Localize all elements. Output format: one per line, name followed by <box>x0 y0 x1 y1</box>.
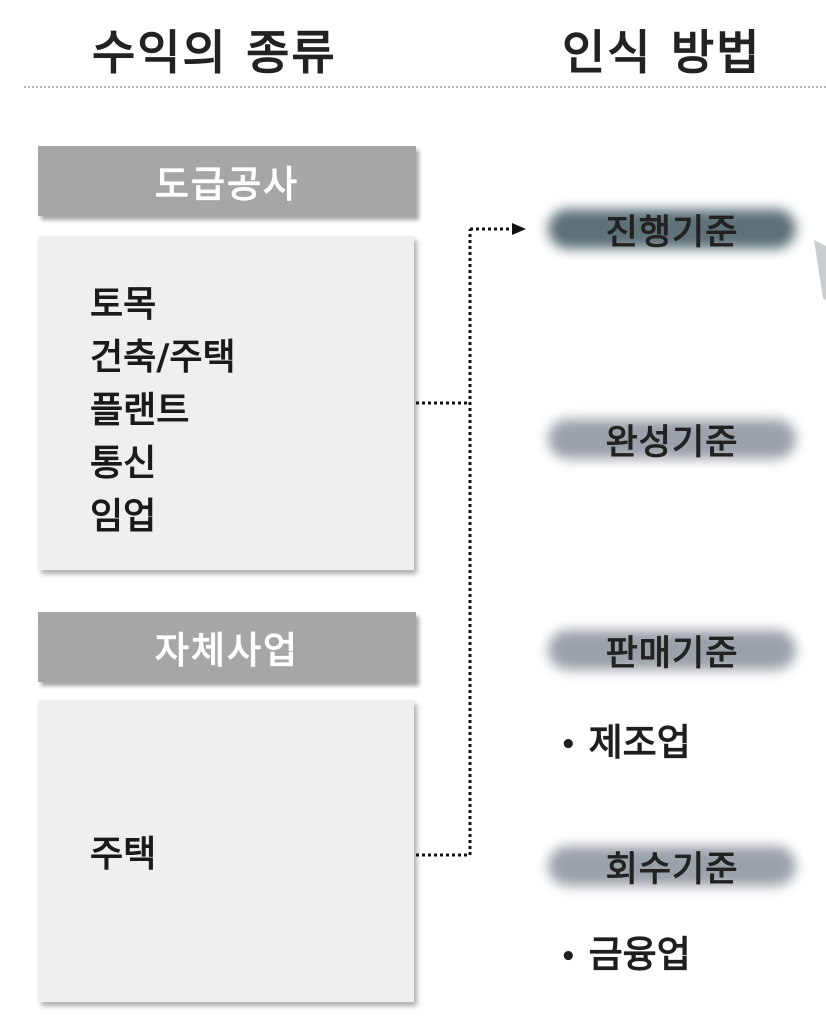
list-item: 건축/주택 <box>90 337 236 378</box>
bullet-text: 금융업 <box>588 933 691 976</box>
bullet-text: 제조업 <box>588 721 691 764</box>
method-label: 회수기준 <box>605 849 739 890</box>
bullet-finance: • 금융업 <box>560 924 691 978</box>
self-item-list: 주택 <box>90 828 156 881</box>
pill-shadow <box>548 419 796 459</box>
pill-shadow <box>548 630 796 670</box>
method-label: 판매기준 <box>605 633 739 674</box>
pill-shadow <box>548 846 796 886</box>
bullet-icon: • <box>560 729 577 760</box>
list-item: 통신 <box>90 443 157 484</box>
header-divider <box>24 86 826 88</box>
method-label: 완성기준 <box>605 422 739 463</box>
list-item: 토목 <box>90 284 157 325</box>
method-completion: 완성기준 <box>548 419 796 463</box>
bullet-icon: • <box>560 941 577 972</box>
category-header-contract: 도급공사 <box>38 146 416 216</box>
method-collection: 회수기준 <box>548 846 796 890</box>
arrowhead-icon <box>512 223 526 235</box>
recognition-heading: 인식 방법 <box>562 26 762 81</box>
category-header-self: 자체사업 <box>38 612 416 682</box>
list-item: 임업 <box>90 496 157 537</box>
pill-shadow <box>548 209 796 249</box>
method-sales: 판매기준 <box>548 630 796 674</box>
category-box-contract: 토목 건축/주택 플랜트 통신 임업 <box>38 236 414 570</box>
method-label: 진행기준 <box>605 212 739 253</box>
edge-arrow-icon <box>814 240 826 300</box>
types-heading: 수익의 종류 <box>92 26 337 81</box>
contract-item-list: 토목 건축/주택 플랜트 통신 임업 <box>90 278 236 543</box>
bullet-manufacturing: • 제조업 <box>560 712 691 766</box>
list-item: 플랜트 <box>90 390 190 431</box>
list-item: 주택 <box>90 834 157 875</box>
category-box-self: 주택 <box>38 700 414 1002</box>
method-progress: 진행기준 <box>548 209 796 253</box>
